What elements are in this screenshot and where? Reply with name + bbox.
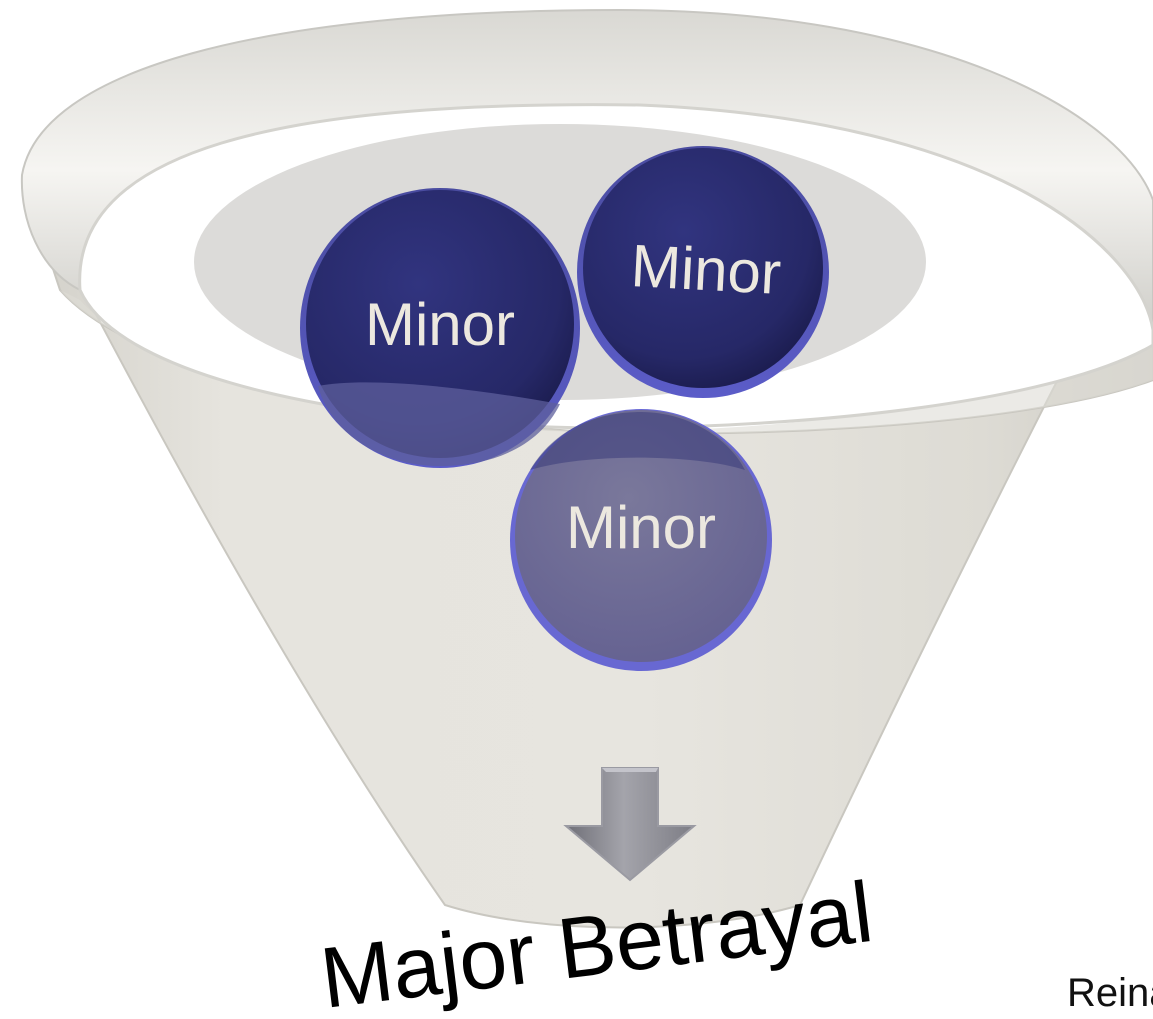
minor-disc-1-label: Minor bbox=[365, 291, 515, 358]
minor-disc-3: Minor bbox=[510, 409, 772, 671]
down-arrow-icon bbox=[563, 767, 697, 882]
minor-disc-3-label: Minor bbox=[566, 494, 716, 561]
minor-disc-2-label: Minor bbox=[629, 232, 782, 307]
minor-disc-2: Minor bbox=[577, 146, 829, 398]
minor-disc-1: Minor bbox=[300, 188, 580, 468]
credit-label: Reina bbox=[1067, 971, 1153, 1015]
